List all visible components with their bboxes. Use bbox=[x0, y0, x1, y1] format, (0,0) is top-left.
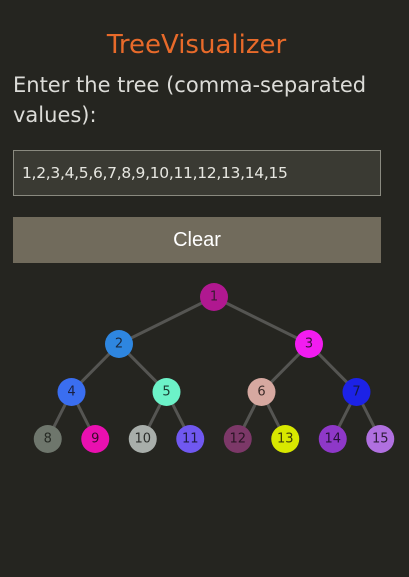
tree-node-label: 3 bbox=[305, 337, 313, 352]
tree-node-label: 13 bbox=[277, 432, 294, 447]
tree-node-circle bbox=[57, 378, 86, 406]
tree-node-6[interactable]: 6 bbox=[247, 378, 276, 406]
tree-node-circle bbox=[247, 378, 276, 406]
tree-node-label: 7 bbox=[352, 385, 360, 400]
tree-node-label: 4 bbox=[67, 385, 75, 400]
tree-node-4[interactable]: 4 bbox=[57, 378, 86, 406]
tree-node-12[interactable]: 12 bbox=[223, 425, 252, 453]
tree-node-10[interactable]: 10 bbox=[128, 425, 157, 453]
tree-node-circle bbox=[223, 425, 252, 453]
tree-node-label: 11 bbox=[182, 432, 199, 447]
tree-node-5[interactable]: 5 bbox=[152, 378, 181, 406]
tree-node-14[interactable]: 14 bbox=[318, 425, 347, 453]
tree-edge bbox=[213, 295, 310, 346]
tree-node-circle bbox=[295, 330, 323, 358]
app-title: TreeVisualizer bbox=[106, 30, 287, 61]
tree-node-label: 9 bbox=[91, 432, 99, 447]
clear-button[interactable]: Clear bbox=[13, 217, 381, 263]
tree-node-circle bbox=[33, 425, 62, 453]
tree-values-input[interactable] bbox=[13, 150, 381, 196]
tree-node-circle bbox=[200, 283, 228, 311]
tree-node-9[interactable]: 9 bbox=[81, 425, 110, 453]
tree-node-circle bbox=[105, 330, 133, 358]
input-prompt-label: Enter the tree (comma-separated values): bbox=[13, 73, 367, 127]
tree-node-circle bbox=[366, 425, 395, 453]
tree-node-1[interactable]: 1 bbox=[200, 283, 228, 311]
tree-node-label: 15 bbox=[372, 432, 389, 447]
tree-node-circle bbox=[128, 425, 157, 453]
tree-node-circle bbox=[318, 425, 347, 453]
tree-node-13[interactable]: 13 bbox=[271, 425, 300, 453]
tree-node-15[interactable]: 15 bbox=[366, 425, 395, 453]
tree-node-label: 10 bbox=[134, 432, 151, 447]
tree-node-label: 6 bbox=[257, 385, 265, 400]
tree-node-label: 2 bbox=[115, 337, 123, 352]
tree-edge bbox=[118, 295, 215, 346]
tree-node-3[interactable]: 3 bbox=[295, 330, 323, 358]
tree-node-circle bbox=[342, 378, 371, 406]
tree-node-2[interactable]: 2 bbox=[105, 330, 133, 358]
tree-node-8[interactable]: 8 bbox=[33, 425, 62, 453]
tree-node-circle bbox=[271, 425, 300, 453]
tree-node-label: 12 bbox=[229, 432, 246, 447]
tree-node-circle bbox=[152, 378, 181, 406]
tree-node-circle bbox=[81, 425, 110, 453]
tree-node-label: 5 bbox=[162, 385, 170, 400]
tree-node-label: 1 bbox=[210, 290, 218, 305]
tree-node-11[interactable]: 11 bbox=[176, 425, 205, 453]
tree-node-circle bbox=[176, 425, 205, 453]
tree-node-label: 8 bbox=[44, 432, 52, 447]
tree-node-label: 14 bbox=[324, 432, 341, 447]
tree-node-7[interactable]: 7 bbox=[342, 378, 371, 406]
